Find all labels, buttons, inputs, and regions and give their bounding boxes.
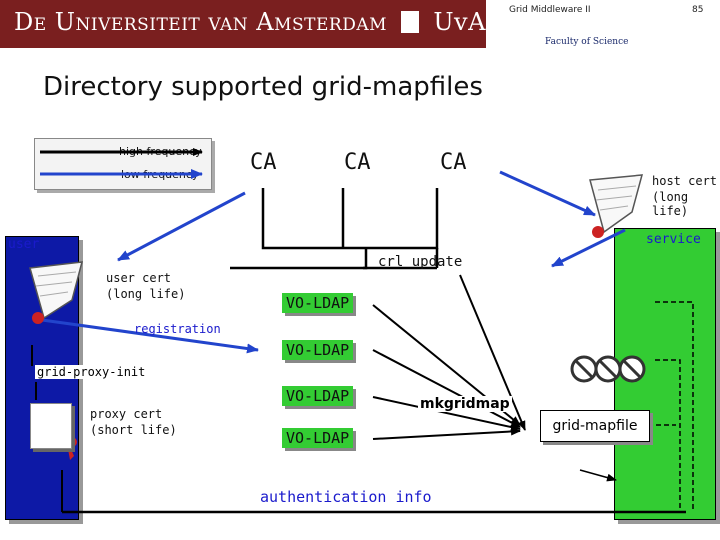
vo-ldap-1: VO-LDAP <box>282 293 354 313</box>
crl-to-map-arrow <box>459 274 526 431</box>
service-label: service <box>646 232 701 247</box>
forbidden-icon <box>618 355 646 383</box>
registration-arrow <box>41 318 259 354</box>
vo2-arrow <box>372 349 521 428</box>
institution-name: De Universiteit van Amsterdam <box>14 8 388 36</box>
ca-label-2: CA <box>344 150 371 175</box>
ca-to-user-arrow <box>117 191 246 262</box>
user-cert-label-1: user cert <box>106 271 172 285</box>
grid-proxy-init-label: grid-proxy-init <box>35 365 148 379</box>
crl-update-label: crl update <box>378 254 463 270</box>
ca-line-1 <box>261 188 366 250</box>
forbidden-icon-group <box>570 355 646 383</box>
vo-ldap-2: VO-LDAP <box>282 340 354 360</box>
host-cert-icon <box>589 174 644 238</box>
slide-title: Directory supported grid-mapfiles <box>43 72 483 102</box>
ca-to-service-arrow <box>499 170 596 217</box>
proxy-cert-card <box>30 403 72 449</box>
registration-label: registration <box>134 322 221 336</box>
ca-line-3 <box>366 188 439 250</box>
user-cert-label-2: (long life) <box>106 287 186 301</box>
proxy-cert-label-1: proxy cert <box>90 407 163 421</box>
crl-bracket <box>230 248 368 270</box>
user-label: user <box>8 237 40 252</box>
service-to-crl-arrow <box>551 228 626 268</box>
forbidden-icon <box>594 355 622 383</box>
host-cert-label-1: host cert <box>652 174 718 188</box>
ca-label-1: CA <box>250 150 277 175</box>
uva-logo-text: UvA <box>433 8 486 36</box>
user-cert-icon <box>29 261 84 324</box>
page-number: 85 <box>692 5 704 15</box>
ca-label-3: CA <box>440 150 467 175</box>
banner-institution: De Universiteit van Amsterdam UvA <box>14 8 486 36</box>
vo-ldap-4: VO-LDAP <box>282 428 354 448</box>
mkgridmap-label: mkgridmap <box>418 396 512 412</box>
grid-mapfile-box: grid-mapfile <box>540 410 650 442</box>
uva-logo-icon <box>401 11 420 33</box>
gridmap-to-service-arrow <box>579 469 617 482</box>
faculty-name: Faculty of Science <box>545 37 629 47</box>
proxy-cert-label-2: (short life) <box>90 423 177 437</box>
vo-ldap-3: VO-LDAP <box>282 386 354 406</box>
university-banner: De Universiteit van Amsterdam UvA <box>0 0 486 48</box>
authentication-info-label: authentication info <box>260 488 432 506</box>
service-dashed-1 <box>655 301 694 512</box>
host-cert-label-2: (long life) <box>652 190 689 218</box>
vo3-arrow <box>372 396 521 431</box>
legend-box: high frequency low frequency <box>34 138 212 190</box>
course-title: Grid Middleware II <box>509 5 591 15</box>
vo4-arrow <box>372 427 521 440</box>
service-dashed-2 <box>655 359 681 512</box>
forbidden-icon <box>570 355 598 383</box>
